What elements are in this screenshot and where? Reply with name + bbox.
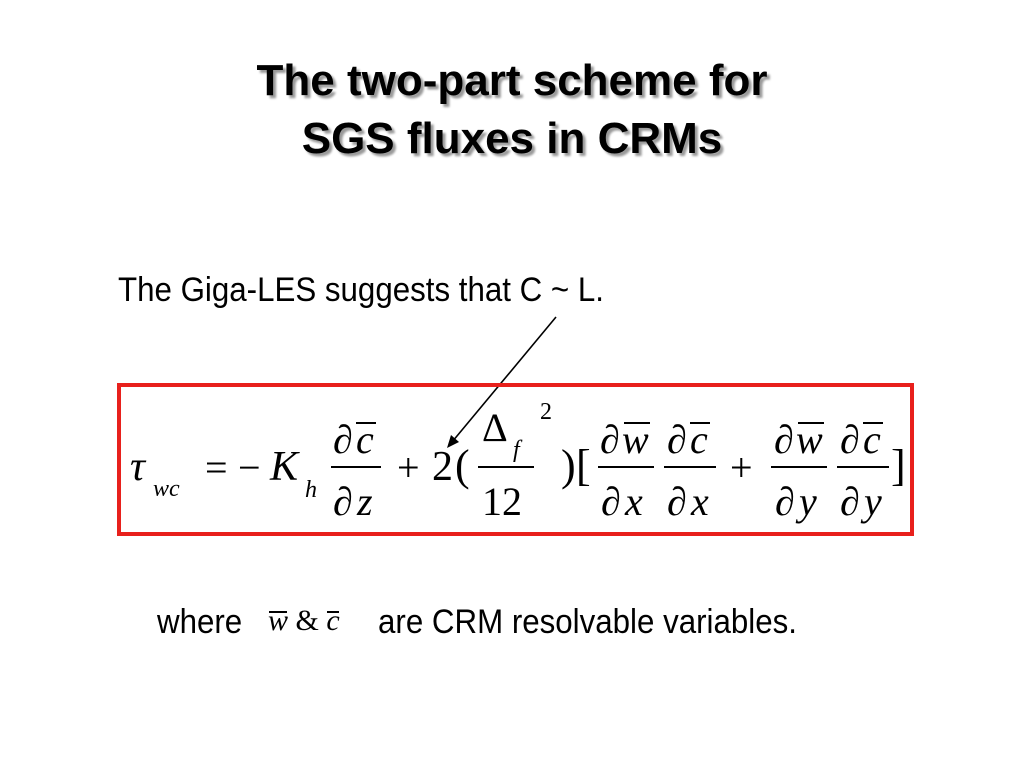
eq-overbar-w-1 — [624, 422, 650, 424]
eq-partial-10: ∂ — [840, 479, 860, 524]
eq-w-2: w — [796, 417, 823, 462]
where-label: where — [157, 603, 243, 641]
where-description: are CRM resolvable variables. — [378, 603, 797, 641]
eq-fraction-bar-1 — [331, 466, 381, 468]
eq-partial-6: ∂ — [667, 479, 687, 524]
eq-lbracket: [ — [576, 441, 591, 490]
eq-exponent: 2 — [540, 399, 552, 425]
eq-w-1: w — [622, 417, 649, 462]
eq-partial-3: ∂ — [600, 417, 620, 462]
eq-c-3: c — [863, 417, 881, 462]
eq-fraction-bar-5 — [771, 466, 827, 468]
eq-overbar-c-2 — [690, 422, 710, 424]
eq-delta: Δ — [482, 405, 508, 450]
eq-K-subscript: h — [305, 477, 317, 503]
eq-partial-1: ∂ — [333, 417, 353, 462]
eq-partial-4: ∂ — [601, 479, 621, 524]
eq-c-1: c — [356, 417, 374, 462]
eq-y-2: y — [864, 479, 882, 524]
eq-rbracket: ] — [891, 441, 906, 490]
eq-rparen: ) — [561, 441, 576, 490]
eq-x-1: x — [625, 479, 643, 524]
eq-overbar-c-1 — [356, 422, 376, 424]
eq-partial-5: ∂ — [667, 417, 687, 462]
eq-tau: τ — [130, 444, 146, 490]
eq-partial-2: ∂ — [333, 479, 353, 524]
eq-partial-7: ∂ — [774, 417, 794, 462]
eq-z: z — [357, 479, 373, 524]
eq-fraction-bar-3 — [598, 466, 654, 468]
equation-box — [117, 383, 914, 536]
where-w-symbol: w — [268, 604, 289, 637]
eq-minus: − — [238, 445, 261, 490]
eq-partial-8: ∂ — [775, 479, 795, 524]
eq-partial-9: ∂ — [840, 417, 860, 462]
where-c-symbol: c — [326, 604, 340, 637]
arrow-shaft — [451, 316, 557, 443]
eq-c-2: c — [690, 417, 708, 462]
title-line-2: SGS fluxes in CRMs — [301, 114, 723, 163]
slide-title: The two-part scheme for SGS fluxes in CR… — [0, 52, 1024, 168]
where-ampersand: & — [295, 604, 319, 637]
eq-fraction-bar-6 — [837, 466, 889, 468]
eq-equals: = — [205, 445, 228, 490]
eq-x-2: x — [691, 479, 709, 524]
eq-two: 2 — [432, 444, 453, 490]
giga-les-note: The Giga-LES suggests that C ~ L. — [118, 271, 604, 309]
eq-delta-subscript: f — [513, 437, 520, 463]
title-line-1: The two-part scheme for — [256, 56, 768, 105]
eq-fraction-bar-2 — [478, 466, 534, 468]
eq-overbar-c-3 — [863, 422, 883, 424]
arrow-head — [447, 435, 459, 448]
eq-tau-subscript: wc — [153, 476, 180, 502]
eq-fraction-bar-4 — [664, 466, 716, 468]
eq-lparen: ( — [455, 441, 470, 490]
eq-plus-1: + — [397, 445, 420, 490]
eq-twelve: 12 — [482, 479, 522, 524]
where-variables: w & c — [268, 601, 340, 641]
eq-K: K — [270, 444, 299, 490]
eq-y-1: y — [799, 479, 817, 524]
eq-plus-2: + — [730, 445, 753, 490]
eq-overbar-w-2 — [798, 422, 824, 424]
